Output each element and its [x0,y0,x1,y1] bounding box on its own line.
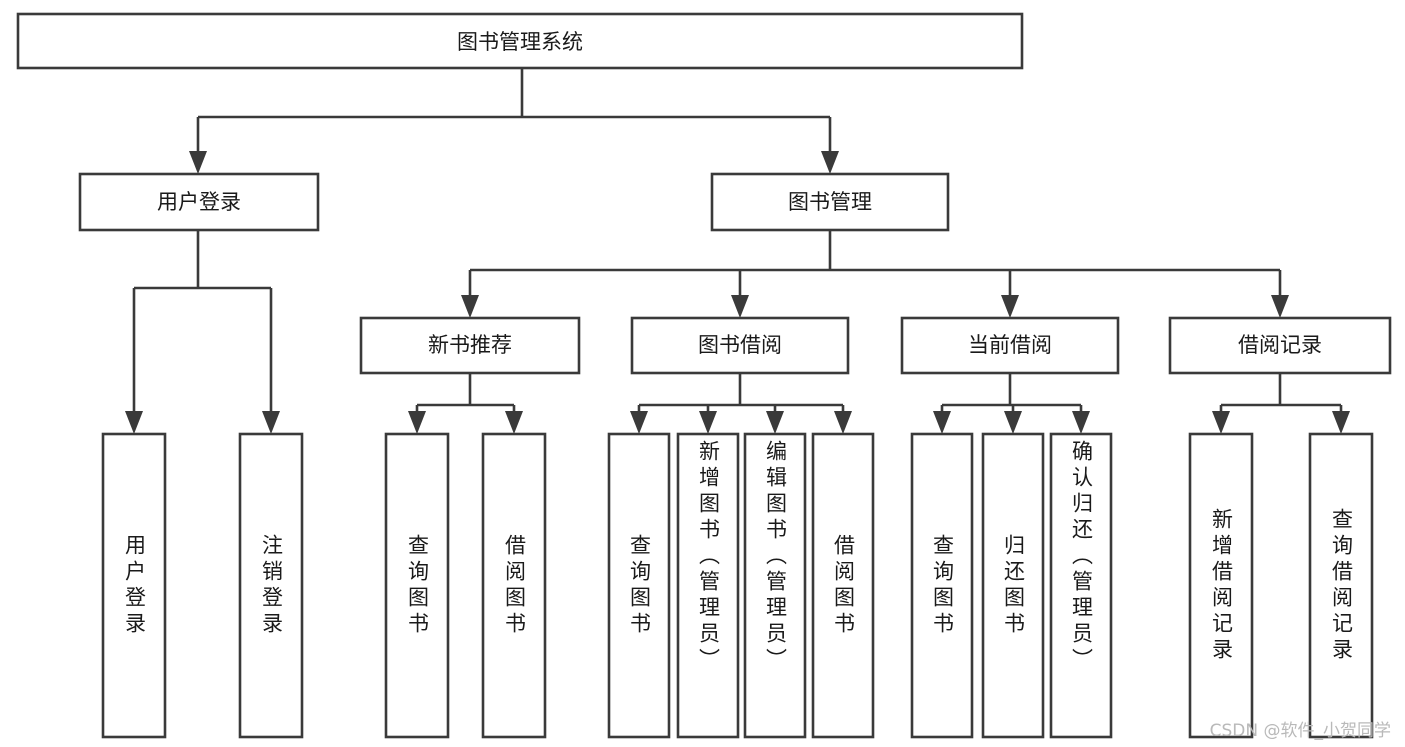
node-root[interactable]: 图书管理系统 [16,12,1024,70]
arrow-head-leaf-query-record [1332,411,1350,434]
node-leaf-query-book-3-textbox: 查询图书 [930,533,955,638]
node-new-book-recommend-box[interactable] [359,316,581,375]
node-leaf-query-book-2-textbox: 查询图书 [627,533,652,638]
node-leaf-query-book-1[interactable]: 查询图书 [384,432,450,739]
node-leaf-add-record[interactable]: 新增借阅记录 [1188,432,1254,739]
arrow-head-leaf-borrow-book-2 [834,411,852,434]
arrow-head-leaf-query-book-2 [630,411,648,434]
node-leaf-edit-book-box[interactable] [743,432,807,739]
node-leaf-query-book-1-label: 查询图书 [405,533,430,638]
node-leaf-query-book-2[interactable]: 查询图书 [607,432,671,739]
node-leaf-confirm-return-textbox: 确认归还（管理员） [1069,440,1094,674]
arrow-head-current-borrow [1001,295,1019,318]
node-root-label: 图书管理系统 [457,30,583,54]
arrow-head-new-book-recommend [461,295,479,318]
node-leaf-user-logout-label: 注销登录 [259,533,284,638]
node-leaf-user-logout[interactable]: 注销登录 [238,432,304,739]
node-leaf-query-record-box[interactable] [1308,432,1374,739]
node-leaf-query-book-1-textbox: 查询图书 [405,533,430,638]
node-leaf-query-book-2-box[interactable] [607,432,671,739]
node-leaf-query-book-3-label: 查询图书 [930,533,955,638]
node-leaf-add-book-box[interactable] [676,432,740,739]
node-leaf-return-book-label: 归还图书 [1001,533,1026,638]
node-leaf-user-logout-textbox: 注销登录 [259,533,284,638]
node-leaf-query-book-2-label: 查询图书 [627,533,652,638]
node-book-borrow-label: 图书借阅 [698,333,782,357]
node-leaf-borrow-book-1[interactable]: 借阅图书 [481,432,547,739]
arrow-head-leaf-user-login [125,411,143,434]
node-leaf-edit-book[interactable]: 编辑图书（管理员） [743,432,807,739]
node-leaf-add-book[interactable]: 新增图书（管理员） [676,432,740,739]
node-leaf-query-record[interactable]: 查询借阅记录 [1308,432,1374,739]
node-new-book-recommend[interactable]: 新书推荐 [359,316,581,375]
node-book-borrow[interactable]: 图书借阅 [630,316,850,375]
node-current-borrow-box[interactable] [900,316,1120,375]
node-root-box[interactable] [16,12,1024,70]
arrow-head-leaf-edit-book [766,411,784,434]
node-leaf-add-book-label: 新增图书（管理员） [696,440,721,674]
node-book-borrow-box[interactable] [630,316,850,375]
node-user-login-box[interactable] [78,172,320,232]
node-leaf-add-record-box[interactable] [1188,432,1254,739]
node-leaf-add-record-label: 新增借阅记录 [1209,507,1234,664]
node-leaf-user-login-label: 用户登录 [122,533,147,638]
node-current-borrow-label: 当前借阅 [968,333,1052,357]
node-leaf-user-login[interactable]: 用户登录 [101,432,167,739]
arrow-head-user-login [189,151,207,174]
arrow-head-leaf-user-logout [262,411,280,434]
node-book-manage[interactable]: 图书管理 [710,172,950,232]
node-leaf-user-logout-box[interactable] [238,432,304,739]
csdn-watermark: CSDN @软件_小贺同学 [1209,721,1391,741]
node-book-manage-box[interactable] [710,172,950,232]
node-leaf-edit-book-label: 编辑图书（管理员） [763,440,788,674]
node-borrow-record-label: 借阅记录 [1238,333,1322,357]
node-leaf-query-book-3[interactable]: 查询图书 [910,432,974,739]
node-leaf-borrow-book-1-box[interactable] [481,432,547,739]
arrow-head-leaf-add-book [699,411,717,434]
arrow-head-borrow-record [1271,295,1289,318]
arrow-head-leaf-add-record [1212,411,1230,434]
node-book-manage-label: 图书管理 [788,190,872,214]
node-leaf-confirm-return-box[interactable] [1049,432,1113,739]
node-leaf-borrow-book-1-label: 借阅图书 [502,533,527,638]
arrow-head-book-manage [821,151,839,174]
node-leaf-query-record-textbox: 查询借阅记录 [1329,507,1354,664]
node-user-login[interactable]: 用户登录 [78,172,320,232]
node-leaf-borrow-book-2-label: 借阅图书 [831,533,856,638]
node-leaf-borrow-book-2-textbox: 借阅图书 [831,533,856,638]
node-new-book-recommend-label: 新书推荐 [428,333,512,357]
node-leaf-add-record-textbox: 新增借阅记录 [1209,507,1234,664]
node-leaf-edit-book-textbox: 编辑图书（管理员） [763,440,788,674]
node-leaf-return-book-box[interactable] [981,432,1045,739]
node-leaf-user-login-textbox: 用户登录 [122,533,147,638]
node-borrow-record[interactable]: 借阅记录 [1168,316,1392,375]
node-leaf-borrow-book-2-box[interactable] [811,432,875,739]
arrow-head-leaf-query-book-3 [933,411,951,434]
node-leaf-user-login-box[interactable] [101,432,167,739]
node-leaf-query-book-3-box[interactable] [910,432,974,739]
arrow-head-leaf-return-book [1004,411,1022,434]
connector-layer [125,68,1350,434]
arrow-head-leaf-confirm-return [1072,411,1090,434]
arrow-head-leaf-borrow-book-1 [505,411,523,434]
node-leaf-add-book-textbox: 新增图书（管理员） [696,440,721,674]
node-leaf-query-book-1-box[interactable] [384,432,450,739]
node-leaf-query-record-label: 查询借阅记录 [1329,507,1354,664]
node-leaf-return-book-textbox: 归还图书 [1001,533,1026,638]
node-leaf-confirm-return-label: 确认归还（管理员） [1069,440,1094,674]
node-current-borrow[interactable]: 当前借阅 [900,316,1120,375]
node-user-login-label: 用户登录 [157,190,241,214]
node-leaf-borrow-book-1-textbox: 借阅图书 [502,533,527,638]
arrow-head-book-borrow [731,295,749,318]
arrow-head-leaf-query-book-1 [408,411,426,434]
node-leaf-confirm-return[interactable]: 确认归还（管理员） [1049,432,1113,739]
node-leaf-return-book[interactable]: 归还图书 [981,432,1045,739]
node-borrow-record-box[interactable] [1168,316,1392,375]
node-leaf-borrow-book-2[interactable]: 借阅图书 [811,432,875,739]
